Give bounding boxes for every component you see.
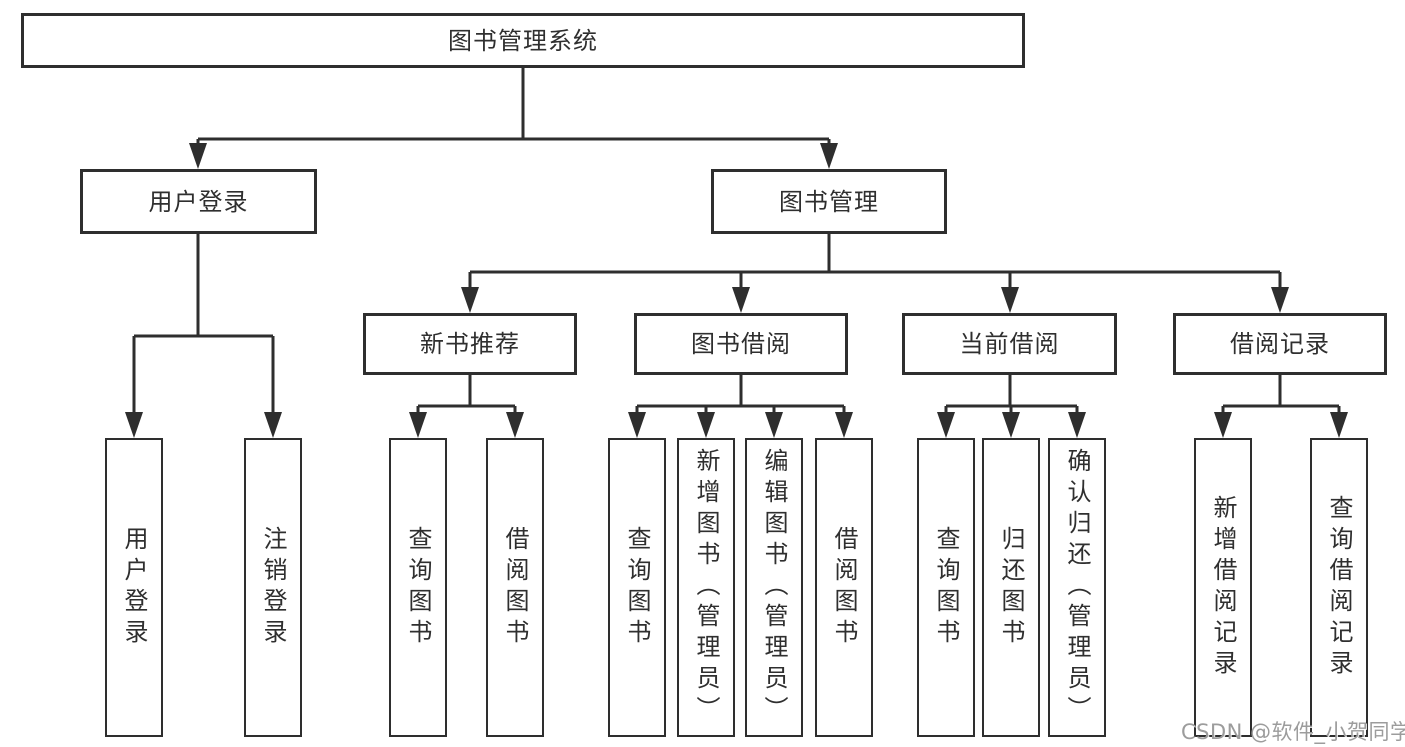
arrowhead: [264, 412, 282, 438]
node-library-system-label: 图书管理系统: [448, 26, 598, 55]
node-leaf-nb-borrow-books-label: 借阅图书: [501, 525, 529, 650]
arrowhead: [1001, 287, 1019, 313]
arrowhead: [1271, 287, 1289, 313]
node-book-borrowing: 图书借阅: [634, 313, 848, 375]
arrowhead: [189, 143, 207, 169]
node-leaf-cb-return-books-label: 归还图书: [997, 525, 1025, 650]
node-borrow-records: 借阅记录: [1173, 313, 1387, 375]
node-book-management: 图书管理: [711, 169, 947, 234]
node-borrow-records-label: 借阅记录: [1230, 330, 1330, 358]
edge-borrowrecord-to-leaves: [1221, 375, 1341, 428]
node-leaf-nb-borrow-books: 借阅图书: [486, 438, 544, 737]
node-leaf-bb-borrow-books-label: 借阅图书: [830, 525, 858, 650]
node-leaf-cb-query-books: 查询图书: [917, 438, 975, 737]
node-new-book-recommend: 新书推荐: [363, 313, 577, 375]
arrowhead: [765, 412, 783, 438]
node-leaf-br-add-record-label: 新增借阅记录: [1209, 494, 1237, 681]
arrowhead: [835, 412, 853, 438]
node-leaf-bb-query-books: 查询图书: [608, 438, 666, 737]
arrowhead: [506, 412, 524, 438]
arrowhead: [628, 412, 646, 438]
node-book-borrowing-label: 图书借阅: [691, 330, 791, 358]
node-user-login: 用户登录: [80, 169, 317, 234]
edge-userlogin-to-leaves: [132, 234, 275, 428]
arrowhead: [697, 412, 715, 438]
node-leaf-nb-query-books-label: 查询图书: [404, 525, 432, 650]
node-leaf-user-login-label: 用户登录: [120, 525, 148, 650]
arrowhead: [1330, 412, 1348, 438]
arrowhead: [1002, 412, 1020, 438]
arrowhead: [409, 412, 427, 438]
arrowhead: [1068, 412, 1086, 438]
node-leaf-cb-return-books: 归还图书: [982, 438, 1040, 737]
node-leaf-nb-query-books: 查询图书: [389, 438, 447, 737]
node-leaf-bb-edit-books-admin: 编辑图书（管理员）: [745, 438, 803, 737]
arrowhead: [937, 412, 955, 438]
node-leaf-br-add-record: 新增借阅记录: [1194, 438, 1252, 737]
node-leaf-bb-query-books-label: 查询图书: [623, 525, 651, 650]
node-leaf-bb-edit-books-admin-label: 编辑图书（管理员）: [760, 448, 788, 727]
edge-root-to-level2: [196, 68, 831, 160]
arrowhead: [820, 143, 838, 169]
edge-currentborrow-to-leaves: [944, 375, 1079, 428]
edge-bookborrow-to-leaves: [635, 375, 846, 428]
node-user-login-label: 用户登录: [148, 187, 249, 216]
edge-bookmgmt-to-level3: [468, 234, 1282, 303]
node-leaf-cb-query-books-label: 查询图书: [932, 525, 960, 650]
arrowhead: [732, 287, 750, 313]
node-leaf-cb-confirm-return-admin: 确认归还（管理员）: [1048, 438, 1106, 737]
node-leaf-br-query-record: 查询借阅记录: [1310, 438, 1368, 737]
node-leaf-cb-confirm-return-admin-label: 确认归还（管理员）: [1063, 448, 1091, 727]
arrowhead: [461, 287, 479, 313]
node-leaf-bb-add-books-admin: 新增图书（管理员）: [677, 438, 735, 737]
node-leaf-br-query-record-label: 查询借阅记录: [1325, 494, 1353, 681]
node-leaf-bb-borrow-books: 借阅图书: [815, 438, 873, 737]
node-book-management-label: 图书管理: [779, 187, 879, 216]
arrowhead: [125, 412, 143, 438]
node-new-book-recommend-label: 新书推荐: [420, 330, 520, 358]
node-library-system: 图书管理系统: [21, 13, 1025, 68]
node-leaf-logout: 注销登录: [244, 438, 302, 737]
edge-newbook-to-leaves: [416, 375, 517, 428]
node-leaf-bb-add-books-admin-label: 新增图书（管理员）: [692, 448, 720, 727]
node-current-borrowing: 当前借阅: [902, 313, 1117, 375]
arrowhead: [1214, 412, 1232, 438]
node-leaf-user-login: 用户登录: [105, 438, 163, 737]
node-current-borrowing-label: 当前借阅: [959, 330, 1060, 358]
csdn-watermark: CSDN @软件_小贺同学: [1181, 720, 1405, 744]
node-leaf-logout-label: 注销登录: [259, 525, 287, 650]
